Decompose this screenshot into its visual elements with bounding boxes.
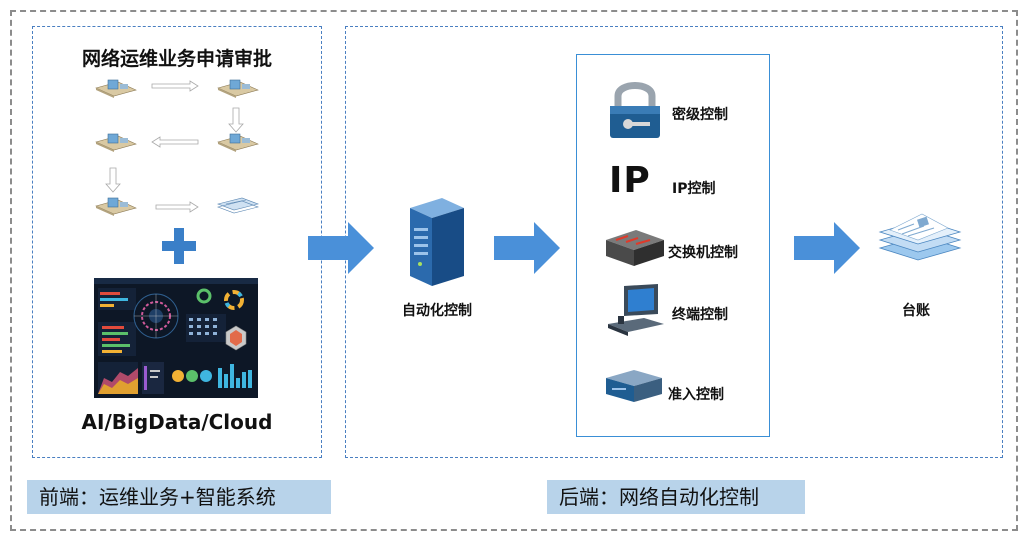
control-label-access: 准入控制 [668,387,724,403]
tech-label: AI/BigData/Cloud [81,410,273,434]
workstation-icon [95,79,137,99]
ledger-icon [878,213,962,261]
document-stack-icon [217,197,259,214]
approval-workflow-diagram [95,79,259,217]
workstation-icon [95,133,137,153]
padlock-icon [610,82,660,138]
control-label-security: 密级控制 [672,107,728,123]
workstation-icon [217,133,259,153]
outer-frame [10,10,1018,531]
arrow-right-icon [151,80,199,92]
dashboard-thumbnail [94,278,258,398]
control-label-terminal: 终端控制 [672,307,728,323]
arrow-left-icon [151,136,199,148]
plus-icon [162,228,196,264]
back-caption: 后端：网络自动化控制 [547,480,805,514]
arrow-right-icon [155,201,199,213]
arrow-right-icon [308,222,374,274]
control-label-ip: IP控制 [672,181,716,197]
workstation-icon [217,79,259,99]
front-title: 网络运维业务申请审批 [81,48,272,70]
server-icon [410,198,464,286]
switch-icon [606,230,664,266]
automation-label: 自动化控制 [402,303,472,319]
workstation-icon [95,197,137,217]
arrow-right-icon [494,222,560,274]
control-label-switch: 交换机控制 [668,245,738,261]
ip-text-icon: IP [609,160,651,201]
terminal-icon [608,284,664,336]
front-caption: 前端：运维业务+智能系统 [27,480,331,514]
ledger-label: 台账 [902,303,930,319]
arrow-right-icon [794,222,860,274]
arrow-down-icon [228,107,244,133]
arrow-down-icon [105,167,121,193]
access-device-icon [606,370,662,402]
